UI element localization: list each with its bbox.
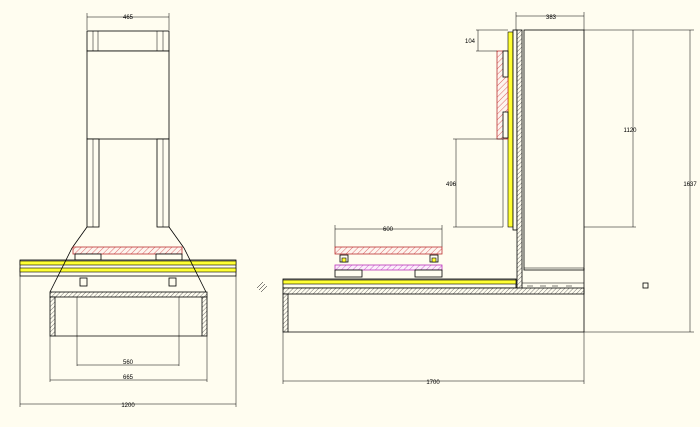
rail-band-front: [19, 247, 237, 293]
dim-label-560: 560: [123, 360, 134, 366]
dimension-1120: 1120: [584, 29, 638, 228]
dimension-top-front: 465: [86, 13, 170, 30]
front-view: 465: [19, 13, 237, 409]
dim-label-1637: 1637: [683, 182, 697, 188]
break-symbol: [256, 281, 268, 293]
dim-label-665: 665: [123, 375, 134, 381]
dim-label-496: 496: [446, 182, 457, 188]
slide-block-right: [155, 253, 183, 261]
base-frame-front: [49, 291, 208, 337]
column-legs: [71, 138, 185, 249]
dimension-1637: 1637: [584, 29, 697, 333]
dim-label-1700: 1700: [426, 380, 440, 386]
vertical-column: [496, 29, 585, 293]
dimensions-bottom-front: 560 665 1200: [19, 276, 237, 409]
wheel-right: [168, 277, 177, 287]
dimension-496: 496: [446, 138, 503, 228]
slide-block-left: [74, 253, 102, 261]
dim-label-104: 104: [465, 39, 476, 45]
dim-label-1200: 1200: [121, 403, 135, 409]
marker-square: [642, 282, 649, 289]
upper-plate: [72, 246, 183, 255]
dim-label-465: 465: [123, 15, 134, 21]
wheel-left: [79, 277, 88, 287]
dimension-104: 104: [465, 29, 508, 52]
side-view: 383 104 496: [282, 12, 697, 386]
dimension-top-side: 383: [515, 12, 585, 30]
column-top: [86, 30, 170, 140]
dim-label-1120: 1120: [624, 128, 638, 134]
dim-label-600: 600: [383, 227, 394, 233]
platform: 600: [334, 225, 443, 278]
rail-band-side: [282, 268, 585, 333]
dimension-1700: 1700: [282, 332, 585, 386]
dim-label-383: 383: [546, 15, 557, 21]
